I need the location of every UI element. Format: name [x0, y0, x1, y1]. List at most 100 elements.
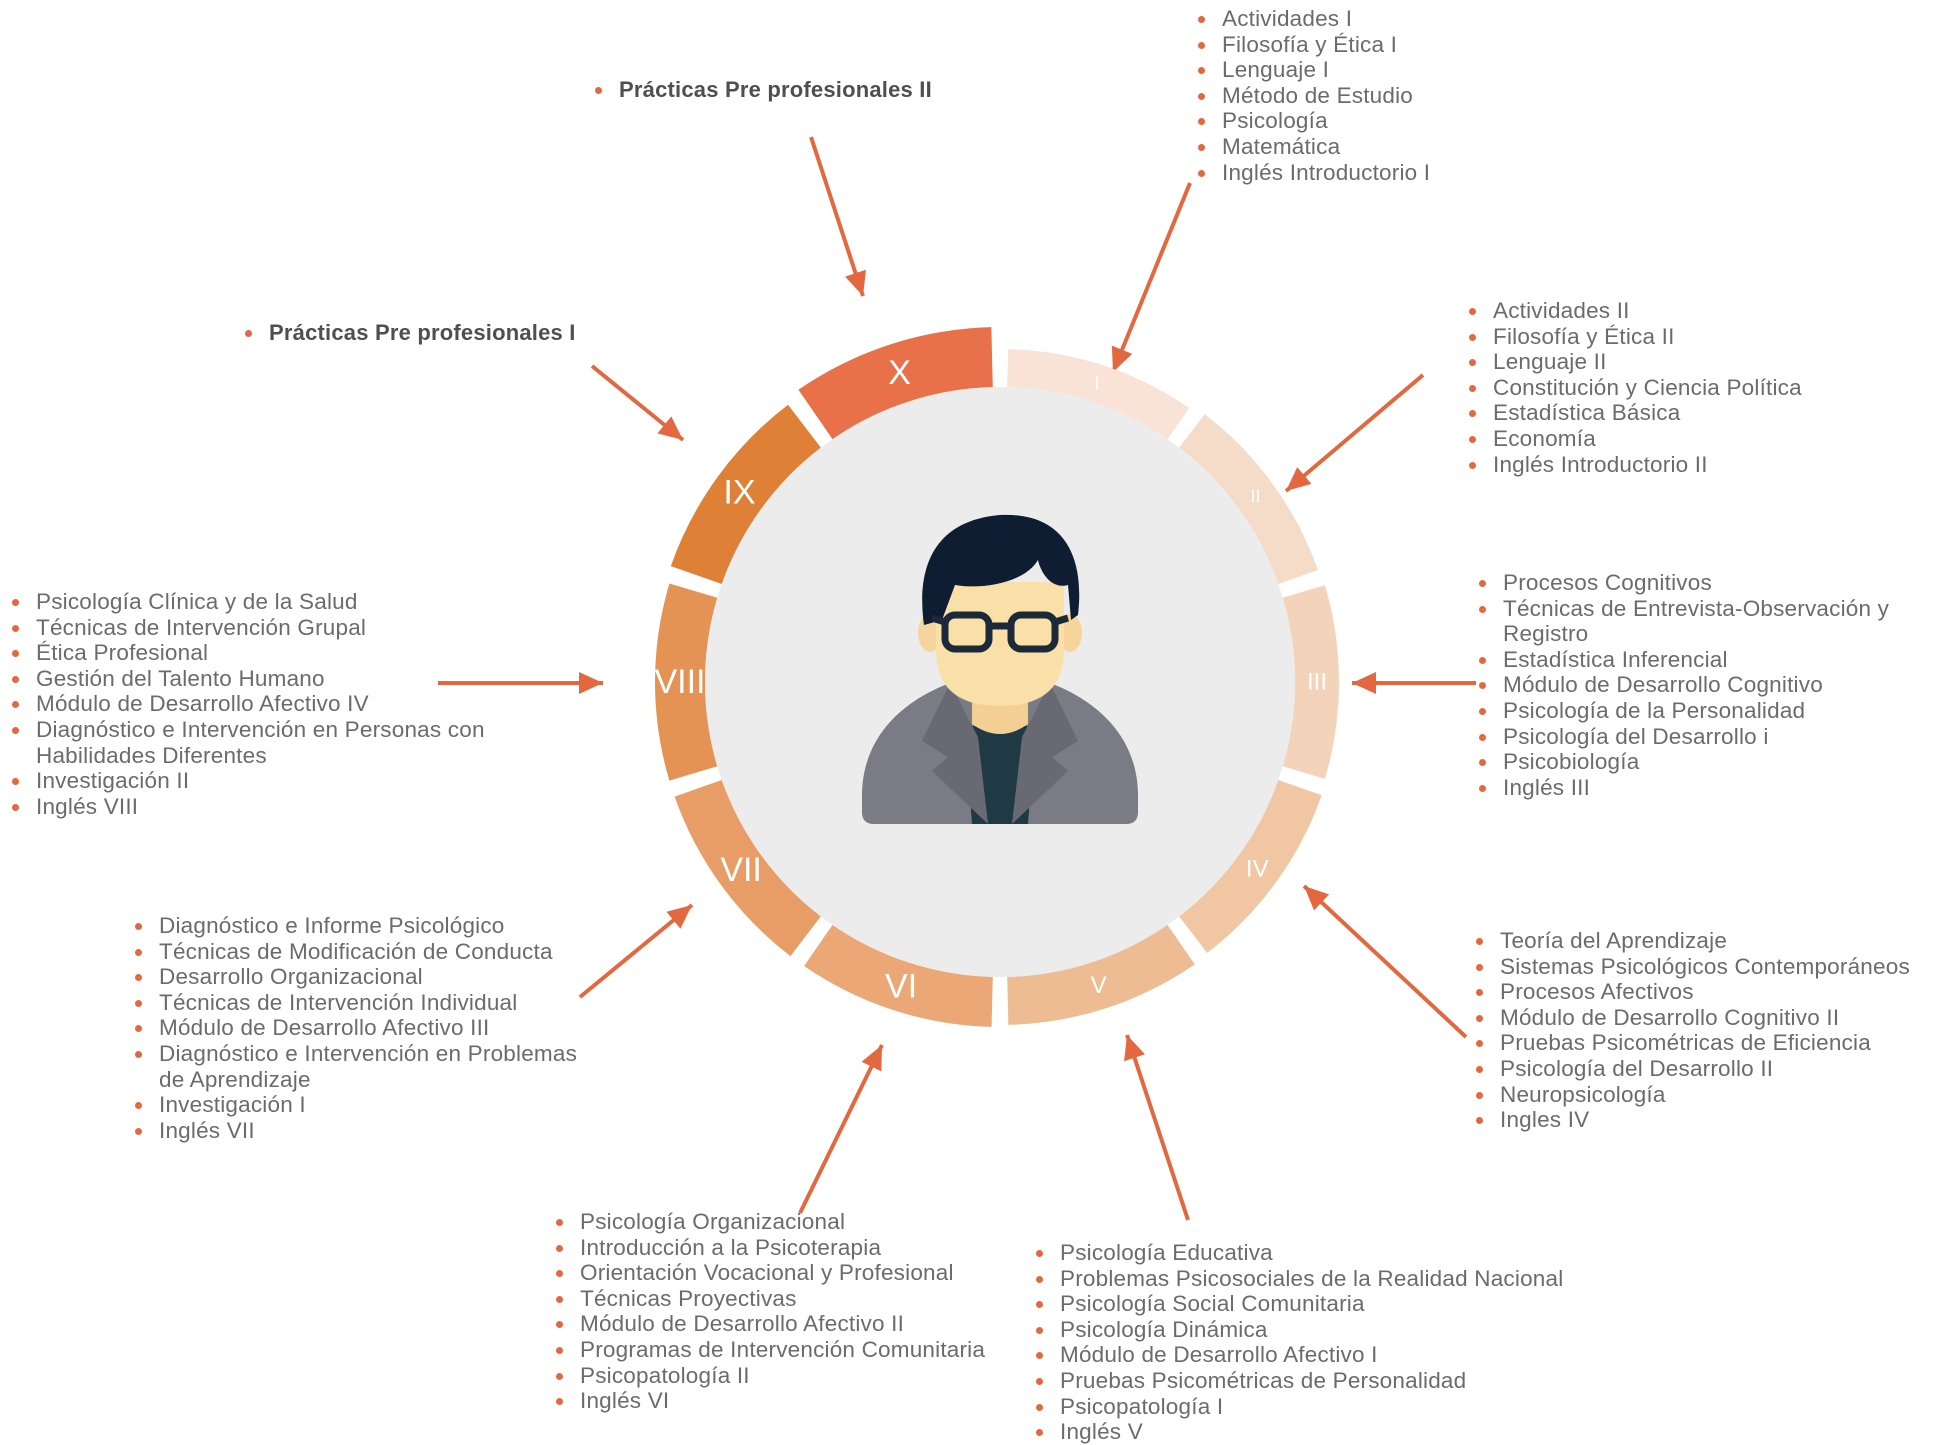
course-item: Módulo de Desarrollo Afectivo I	[1036, 1342, 1596, 1368]
course-item: Inglés VIII	[12, 794, 532, 820]
semester-2-segment	[1179, 414, 1318, 585]
semester-4-segment	[1179, 779, 1322, 953]
semester-1-connector-line	[1111, 182, 1192, 373]
semester-2-numeral: II	[1251, 486, 1261, 506]
course-item: Constitución y Ciencia Política	[1469, 375, 1909, 401]
course-item: Método de Estudio	[1198, 83, 1578, 109]
semester-9-segment	[670, 404, 821, 585]
course-item: Psicología Clínica y de la Salud	[12, 589, 532, 615]
semester-4-numeral: IV	[1246, 855, 1269, 882]
course-item: Filosofía y Ética II	[1469, 324, 1909, 350]
course-item: Inglés III	[1479, 775, 1919, 801]
course-item: Prácticas Pre profesionales II	[595, 77, 1015, 103]
course-item: Psicopatología II	[556, 1363, 1036, 1389]
semester-10-numeral: X	[888, 354, 911, 392]
course-item: Neuropsicología	[1476, 1082, 1946, 1108]
course-item: Actividades II	[1469, 298, 1909, 324]
semester-9-numeral: IX	[723, 474, 755, 512]
semester-3-numeral: III	[1307, 669, 1327, 696]
course-item: Gestión del Talento Humano	[12, 666, 532, 692]
course-item: Inglés VII	[135, 1118, 605, 1144]
course-item: Problemas Psicosociales de la Realidad N…	[1036, 1266, 1596, 1292]
semester-8-segment	[654, 583, 718, 781]
semester-5-arrow-head	[1124, 1035, 1145, 1062]
course-item: Economía	[1469, 426, 1909, 452]
course-item: Filosofía y Ética I	[1198, 32, 1578, 58]
semester-3-arrow-head	[1352, 672, 1376, 694]
course-item: Pruebas Psicométricas de Personalidad	[1036, 1368, 1596, 1394]
course-item: Psicología	[1198, 108, 1578, 134]
course-item: Módulo de Desarrollo Afectivo IV	[12, 691, 532, 717]
avatar-hair	[922, 514, 1080, 625]
semester-9-course-list: Prácticas Pre profesionales I	[245, 320, 665, 346]
semester-7-connector-line	[578, 903, 694, 999]
course-item: Lenguaje II	[1469, 349, 1909, 375]
semester-7-arrow-head	[666, 905, 692, 929]
course-item: Estadística Inferencial	[1479, 647, 1919, 673]
semester-5-connector-line	[1125, 1034, 1190, 1221]
avatar-face	[936, 582, 1064, 706]
course-item: Inglés Introductorio I	[1198, 160, 1578, 186]
course-item: Ingles IV	[1476, 1107, 1946, 1133]
semester-5-numeral: V	[1091, 972, 1107, 999]
course-item: Módulo de Desarrollo Cognitivo	[1479, 672, 1919, 698]
course-item: Diagnóstico e Intervención en Problemas …	[135, 1041, 605, 1092]
course-item: Módulo de Desarrollo Afectivo II	[556, 1311, 1036, 1337]
semester-2-arrow-head	[1286, 467, 1312, 491]
course-item: Psicología Educativa	[1036, 1240, 1596, 1266]
course-item: Pruebas Psicométricas de Eficiencia	[1476, 1030, 1946, 1056]
course-item: Diagnóstico e Intervención en Personas c…	[12, 717, 532, 768]
course-item: Psicología del Desarrollo i	[1479, 724, 1919, 750]
course-item: Teoría del Aprendizaje	[1476, 928, 1946, 954]
course-item: Psicobiología	[1479, 749, 1919, 775]
semester-6-numeral: VI	[885, 967, 917, 1005]
course-item: Técnicas de Intervención Grupal	[12, 615, 532, 641]
connectors	[438, 136, 1476, 1221]
course-item: Módulo de Desarrollo Afectivo III	[135, 1015, 605, 1041]
semester-1-segment	[1007, 349, 1190, 440]
semester-7-segment	[674, 779, 821, 957]
avatar-lapel-right	[1012, 683, 1078, 824]
avatar-lapel-left	[922, 683, 988, 824]
course-item: Técnicas de Intervención Individual	[135, 990, 605, 1016]
semester-ring	[654, 327, 1339, 1027]
semester-3-segment	[1282, 585, 1339, 779]
course-item: Técnicas de Modificación de Conducta	[135, 939, 605, 965]
semester-7-numeral: VII	[720, 851, 762, 889]
semester-2-connector-line	[1284, 373, 1425, 493]
semester-6-connector-line	[798, 1044, 884, 1214]
course-item: Desarrollo Organizacional	[135, 964, 605, 990]
semester-1-numeral: I	[1095, 373, 1100, 393]
course-item: Psicología de la Personalidad	[1479, 698, 1919, 724]
course-item: Psicología Organizacional	[556, 1209, 1036, 1235]
semester-10-arrow-head	[845, 269, 866, 296]
course-item: Investigación II	[12, 768, 532, 794]
course-item: Psicología Social Comunitaria	[1036, 1291, 1596, 1317]
course-item: Inglés VI	[556, 1388, 1036, 1414]
course-item: Módulo de Desarrollo Cognitivo II	[1476, 1005, 1946, 1031]
semester-4-connector-line	[1302, 884, 1468, 1039]
course-item: Actividades I	[1198, 6, 1578, 32]
semester-10-course-list: Prácticas Pre profesionales II	[595, 77, 1015, 103]
course-item: Matemática	[1198, 134, 1578, 160]
course-item: Psicopatología I	[1036, 1394, 1596, 1420]
semester-5-segment	[1007, 924, 1195, 1025]
course-item: Estadística Básica	[1469, 400, 1909, 426]
course-item: Inglés V	[1036, 1419, 1596, 1445]
course-item: Orientación Vocacional y Profesional	[556, 1260, 1036, 1286]
course-item: Sistemas Psicológicos Contemporáneos	[1476, 954, 1946, 980]
course-item: Procesos Afectivos	[1476, 979, 1946, 1005]
semester-10-connector-line	[809, 136, 865, 297]
course-item: Lenguaje I	[1198, 57, 1578, 83]
course-item: Introducción a la Psicoterapia	[556, 1235, 1036, 1261]
semester-1-arrow-head	[1111, 345, 1133, 372]
